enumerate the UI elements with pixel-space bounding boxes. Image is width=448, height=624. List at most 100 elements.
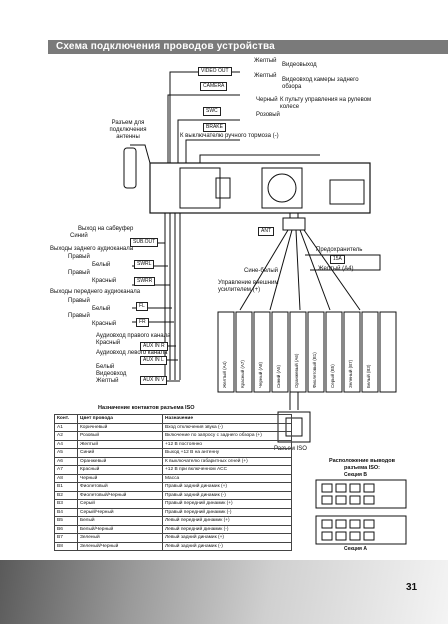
blue-white-label: Сине-белый [244,268,279,274]
pin-cell: B1 [54,482,78,492]
black-label: Черный [256,97,278,103]
pin-cell: A4 [54,439,78,449]
pin-cell: A8 [54,473,78,483]
pin-cell: A2 [54,431,78,441]
color-cell: Синий [77,448,163,458]
video-out-box: VIDEO OUT [198,67,232,76]
section-a-label: Секция А [344,546,367,552]
power-box: ANT [258,227,274,236]
front-white-label: Белый [92,306,111,312]
yellow-label-1: Желтый [254,58,277,64]
connector-label-4: Синий (A5) [276,364,281,388]
color-cell: Фиолетовый/Черный [77,490,163,500]
rear-right-label: Правый [68,254,90,260]
rear-rl-box: SWRR [134,277,156,286]
aux-in-l-box: AUX IN L [140,356,167,365]
swc-box: SWC [203,107,221,116]
purpose-cell: +12 В постоянно [162,439,292,449]
section-b-label: Секция B [344,472,367,478]
purpose-cell: Включение по запросу с заднего обзора (+… [162,431,292,441]
fan-circle [267,173,297,203]
section-header: Схема подключения проводов устройства [48,40,448,54]
aux-r-red-label: Красный [96,340,121,346]
aux-in-v-box: AUX IN V [140,376,168,385]
pin-cell: A6 [54,456,78,466]
purpose-cell: К выключателю габаритных огней (+) [162,456,292,466]
rear-title: Выходы заднего аудиоканала [50,246,134,252]
purpose-cell: Левый передний динамик (+) [162,516,292,526]
iso-wires [289,392,299,410]
connector-label-7: Серый (B5) [330,364,335,388]
video-in-yellow-label: Желтый [96,378,119,384]
page-footer [0,560,448,624]
rear-left-label: Правый [68,270,90,276]
connector-label-5: Оранжевый (A6) [294,353,299,388]
pin-cell: B3 [54,499,78,509]
pin-cell: B4 [54,507,78,517]
left-harness [164,213,181,380]
color-cell: Зеленый [77,533,163,543]
purpose-cell: Правый передний динамик (-) [162,507,292,517]
front-fr-box: FR [136,318,149,327]
purpose-cell: Правый передний динамик (+) [162,499,292,509]
color-cell: Серый/Черный [77,507,163,517]
connector-label-2: Красный (A7) [240,360,245,388]
brake-box: BRAKE [203,123,226,132]
pin-cell: B5 [54,516,78,526]
antenna-plug [123,147,137,189]
fuse-box: 15A [330,255,345,264]
camera-in-label: Видеовход камеры заднего обзора [282,77,359,90]
purpose-cell: Левый задний динамик (+) [162,533,292,543]
yellow-label-2: Желтый [254,73,277,79]
video-in-label: Видеовход [96,371,127,377]
purpose-cell: Левый передний динамик (-) [162,524,292,534]
front-title: Выходы переднего аудиоканала [50,289,141,295]
brake-label: К выключателю ручного тормоза (-) [180,133,279,139]
color-cell: Серый [77,499,163,509]
top-wires [167,71,320,163]
iso-pinout-title: Расположение выводов разъема ISO: [328,458,396,471]
rear-red-label: Красный [92,278,117,284]
camera-box: CAMERA [200,82,228,91]
table-header-row: Конт. Цвет провода Назначение [54,414,292,424]
connector-label-1: Желтый (A4) [222,361,227,388]
head-unit [149,162,371,214]
swc-label: К пульту управления на рулевом колесе [280,97,372,110]
front-left-label: Правый [68,313,90,319]
iso-pinout-a [315,515,407,545]
iso-pinout-b [315,479,407,509]
front-red-label: Красный [92,321,117,327]
antenna-cable [130,144,151,164]
pin-cell: B2 [54,490,78,500]
video-out-label: Видеовыход [282,62,317,68]
unit-fan [261,167,303,209]
amp-ctrl-label: Управление внешним усилителем (+) [218,280,279,293]
connector-label-6: Фиолетовый (B1) [312,352,317,388]
pin-cell: B7 [54,533,78,543]
aux-in-r-box: AUX IN R [140,342,168,351]
purpose-cell: Масса [162,473,292,483]
antenna-label: Разъем для подключения антенны [109,120,147,140]
color-cell: Розовый [77,431,163,441]
blue-label: Синий [70,233,88,239]
color-cell: Коричневый [77,422,163,432]
unit-block-left [179,167,221,209]
section-title: Схема подключения проводов устройства [56,41,275,52]
page-number: 31 [406,582,418,593]
pin-cell: A7 [54,465,78,475]
purpose-cell: Правый задний динамик (+) [162,482,292,492]
